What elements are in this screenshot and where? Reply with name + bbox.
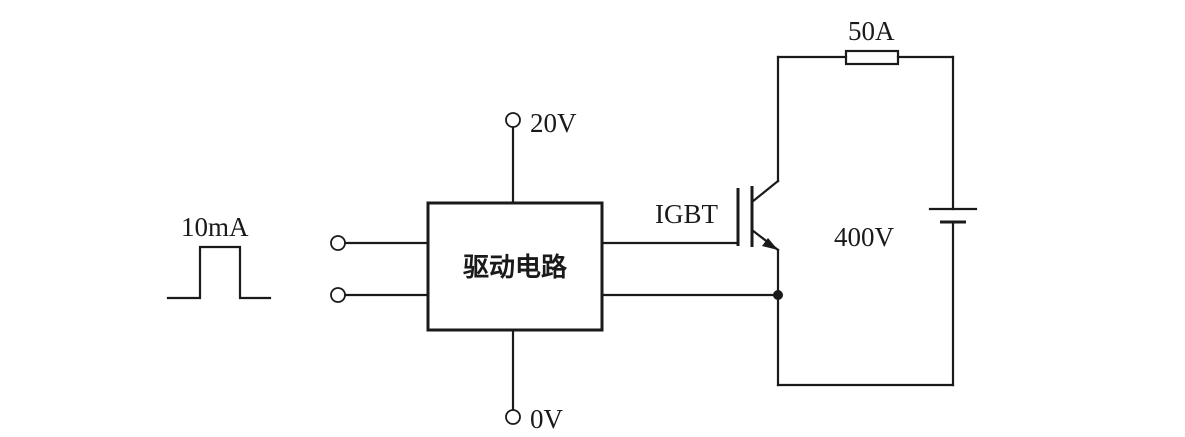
junction-dot-icon: [773, 290, 783, 300]
square-pulse-icon: [166, 245, 272, 300]
supply-top-terminal: [505, 112, 521, 205]
open-circle-terminal-icon: [505, 112, 521, 128]
driver-block-label: 驱动电路: [463, 252, 568, 283]
load-current-label: 50A: [848, 16, 895, 46]
battery-voltage-label: 400V: [834, 222, 895, 252]
device-label: IGBT: [655, 199, 718, 229]
open-circle-terminal-icon: [330, 287, 346, 303]
pulse-current-label: 10mA: [181, 212, 249, 242]
battery-icon: [928, 55, 978, 387]
resistor-icon: [844, 49, 900, 66]
supply-bottom-label: 0V: [530, 404, 564, 434]
open-circle-terminal-icon: [330, 235, 346, 251]
igbt-transistor-icon: [736, 55, 780, 387]
input-terminals: [330, 235, 430, 303]
supply-bottom-terminal: [505, 328, 521, 425]
load-resistor: [776, 49, 955, 66]
supply-top-label: 20V: [530, 108, 577, 138]
driver-circuit-block: [426, 201, 604, 332]
open-circle-terminal-icon: [505, 409, 521, 425]
